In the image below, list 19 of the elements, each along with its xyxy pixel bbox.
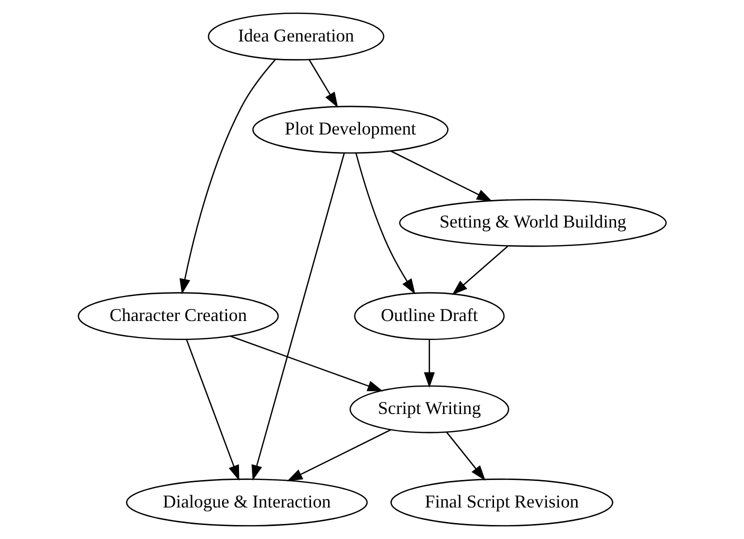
- arrow: [424, 340, 435, 388]
- arrow: [286, 429, 391, 482]
- arrow: [230, 336, 384, 392]
- node-ellipse: Character Creation: [78, 292, 279, 340]
- node-ellipse: Plot Development: [252, 106, 449, 154]
- arrow: [252, 152, 345, 481]
- node-ellipse: Outline Draft: [354, 292, 505, 340]
- arrow: [180, 58, 276, 294]
- arrow: [390, 150, 492, 202]
- node-ellipse: Idea Generation: [208, 12, 384, 60]
- arrow: [452, 246, 508, 295]
- arrow: [308, 59, 338, 108]
- node-ellipse: Script Writing: [350, 385, 510, 434]
- node-ellipse: Setting & World Building: [399, 198, 667, 247]
- arrow: [355, 153, 416, 294]
- arrow: [446, 432, 486, 481]
- node-ellipse: Final Script Revision: [390, 478, 614, 526]
- node-ellipse: Dialogue & Interaction: [126, 478, 368, 526]
- arrow: [186, 339, 240, 481]
